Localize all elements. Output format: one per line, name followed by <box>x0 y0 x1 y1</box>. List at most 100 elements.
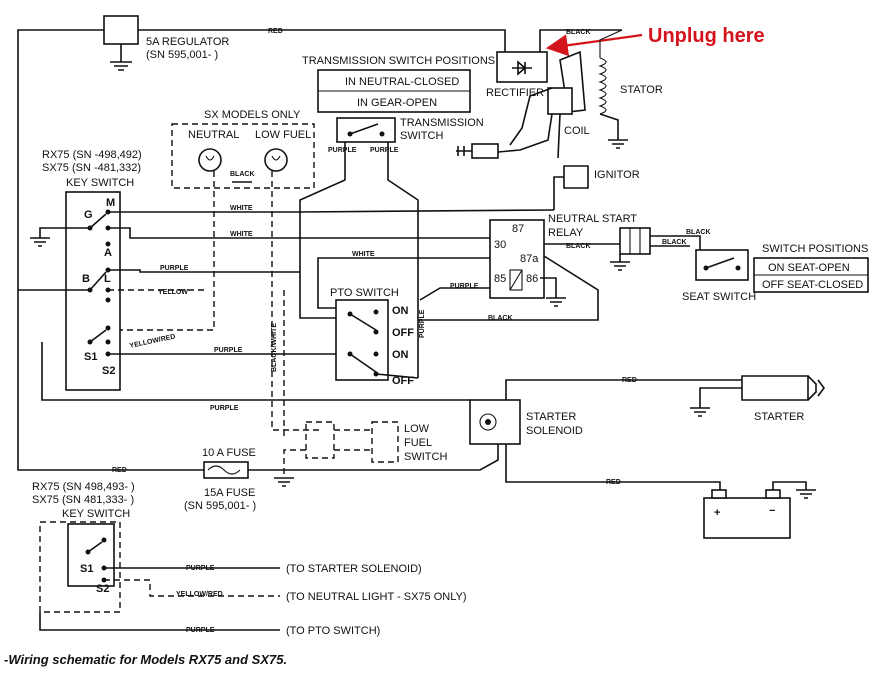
callout: Unplug here <box>545 25 765 57</box>
spark-plug <box>456 143 499 159</box>
white-wires: WHITE WHITE WHITE <box>108 205 555 309</box>
sx-models-title: SX MODELS ONLY <box>204 109 301 121</box>
regulator: 5A REGULATOR (SN 595,001- ) <box>103 15 229 71</box>
rectifier-label: RECTIFIER <box>486 87 544 99</box>
key-switch-label: KEY SWITCH <box>66 177 134 189</box>
wire-label-yellow-red: YELLOW/RED <box>129 333 176 350</box>
top-red-wire: RED <box>17 28 506 460</box>
callout-text: Unplug here <box>648 25 765 47</box>
alt-key-switch: S1 S2 PURPLE YELLOW/RED PURPLE (TO START… <box>39 521 467 637</box>
models-1-rx75: RX75 (SN -498,492) <box>42 149 142 161</box>
pto-pos-on-1: ON <box>392 305 409 317</box>
pto-pos-off-1: OFF <box>392 327 414 339</box>
models-2-rx75: RX75 (SN 498,493- ) <box>32 481 135 493</box>
seat-switch: SEAT SWITCH <box>682 249 756 303</box>
wire-label-purple-k2: PURPLE <box>214 347 243 354</box>
relay-label: NEUTRAL START <box>548 213 637 225</box>
key-switch-2-label: KEY SWITCH <box>62 508 130 520</box>
wire-label-purple-k3: PURPLE <box>210 405 239 412</box>
relay-terminal-30: 30 <box>494 239 506 251</box>
alt-key-switch-info: RX75 (SN 498,493- ) SX75 (SN 481,333- ) … <box>32 481 135 520</box>
battery-minus: − <box>769 505 775 517</box>
switch-row-on: ON SEAT-OPEN <box>768 262 850 274</box>
key-switch: G M A B L S1 S2 <box>18 191 470 401</box>
figure-caption: -Wiring schematic for Models RX75 and SX… <box>4 652 287 667</box>
wire-label-black-relay: BLACK <box>566 243 591 250</box>
legend-line-2: (TO NEUTRAL LIGHT - SX75 ONLY) <box>286 591 467 603</box>
wire-label-black-seat-2: BLACK <box>662 239 687 246</box>
wire-label-red: RED <box>268 28 283 35</box>
wire-label-purple-v: PURPLE <box>419 309 426 338</box>
ignitor: IGNITOR <box>553 165 640 210</box>
models-2-sx75: SX75 (SN 481,333- ) <box>32 494 134 506</box>
seat-switch-label: SEAT SWITCH <box>682 291 756 303</box>
fuses: RED 10 A FUSE 15A FUSE (SN 595,001- ) <box>17 447 300 512</box>
wire-label-red-battery: RED <box>606 479 621 486</box>
battery-plus: + <box>714 507 720 519</box>
key-switch-wires: PURPLE YELLOW YELLOW/RED PURPLE PURPLE <box>108 265 336 412</box>
low-fuel-label-3: SWITCH <box>404 451 447 463</box>
pto-switch-title: PTO SWITCH <box>330 287 399 299</box>
sx-lowfuel-label: LOW FUEL <box>255 129 311 141</box>
pto-pos-off-2: OFF <box>392 375 414 387</box>
sx-models-box: SX MODELS ONLY NEUTRAL LOW FUEL BLACK <box>118 109 320 431</box>
wire-label-black-relay-2: BLACK <box>488 315 513 322</box>
alt-key-s2: S2 <box>96 583 109 595</box>
battery: + − <box>703 481 816 539</box>
pto-pos-on-2: ON <box>392 349 409 361</box>
wire-label-yellow: YELLOW <box>158 289 188 296</box>
wire-label-purple-t1: PURPLE <box>328 147 357 154</box>
sx-neutral-label: NEUTRAL <box>188 129 239 141</box>
wire-label-black-sx: BLACK <box>230 171 255 178</box>
starter-label: STARTER <box>754 411 804 423</box>
regulator-label: 5A REGULATOR <box>146 36 229 48</box>
fuse-10a-label: 10 A FUSE <box>202 447 256 459</box>
transmission-row-neutral: IN NEUTRAL-CLOSED <box>345 76 459 88</box>
wire-label-black-white: BLACK/WHITE <box>271 323 278 372</box>
wire-label-white-2: WHITE <box>230 231 253 238</box>
wire-label-purple-l1: PURPLE <box>186 565 215 572</box>
wire-label-yellow-red-l: YELLOW/RED <box>176 591 223 598</box>
low-fuel-switch: LOW FUEL SWITCH <box>274 421 447 487</box>
wire-label-black-seat-1: BLACK <box>686 229 711 236</box>
key-terminal-a: A <box>104 247 112 259</box>
wire-label-red-starter: RED <box>622 377 637 384</box>
pto-switch: PTO SWITCH ON OFF ON OFF <box>330 287 419 387</box>
transmission-switch-label: TRANSMISSION <box>400 117 484 129</box>
low-fuel-label: LOW <box>404 423 430 435</box>
wire-label-purple-k1: PURPLE <box>160 265 189 272</box>
wire-label-black-rect: BLACK <box>566 29 591 36</box>
wire-label-purple-t2: PURPLE <box>370 147 399 154</box>
transmission-positions-table: TRANSMISSION SWITCH POSITIONS IN NEUTRAL… <box>302 55 495 113</box>
models-1-sx75: SX75 (SN -481,332) <box>42 162 141 174</box>
coil-label: COIL <box>564 125 590 137</box>
wire-label-purple-l2: PURPLE <box>186 627 215 634</box>
switch-positions-title: SWITCH POSITIONS <box>762 243 868 255</box>
seat-connector: BLACK BLACK <box>610 227 711 271</box>
key-terminal-s2: S2 <box>102 365 115 377</box>
transmission-positions-title: TRANSMISSION SWITCH POSITIONS <box>302 55 495 67</box>
legend-line-1: (TO STARTER SOLENOID) <box>286 563 422 575</box>
starter: STARTER RED <box>505 375 825 423</box>
alt-key-s1: S1 <box>80 563 93 575</box>
key-terminal-s1: S1 <box>84 351 97 363</box>
relay-terminal-85: 85 <box>494 273 506 285</box>
key-terminal-m: M <box>106 197 115 209</box>
relay-label-2: RELAY <box>548 227 584 239</box>
wire-label-purple-relay: PURPLE <box>450 283 479 290</box>
switch-row-off: OFF SEAT-CLOSED <box>762 279 863 291</box>
wire-label-white-3: WHITE <box>352 251 375 258</box>
regulator-sn: (SN 595,001- ) <box>146 49 218 61</box>
stator-label: STATOR <box>620 84 663 96</box>
key-terminal-b: B <box>82 273 90 285</box>
wire-label-red-fuse: RED <box>112 467 127 474</box>
key-terminal-l: L <box>104 273 111 285</box>
ignitor-label: IGNITOR <box>594 169 640 181</box>
fuse-15a-label: 15A FUSE <box>204 487 255 499</box>
switch-positions-table: SWITCH POSITIONS ON SEAT-OPEN OFF SEAT-C… <box>753 243 869 293</box>
relay-terminal-86: 86 <box>526 273 538 285</box>
black-white-wire: BLACK/WHITE PURPLE <box>271 290 426 440</box>
low-fuel-label-2: FUEL <box>404 437 432 449</box>
relay-terminal-87: 87 <box>512 223 524 235</box>
